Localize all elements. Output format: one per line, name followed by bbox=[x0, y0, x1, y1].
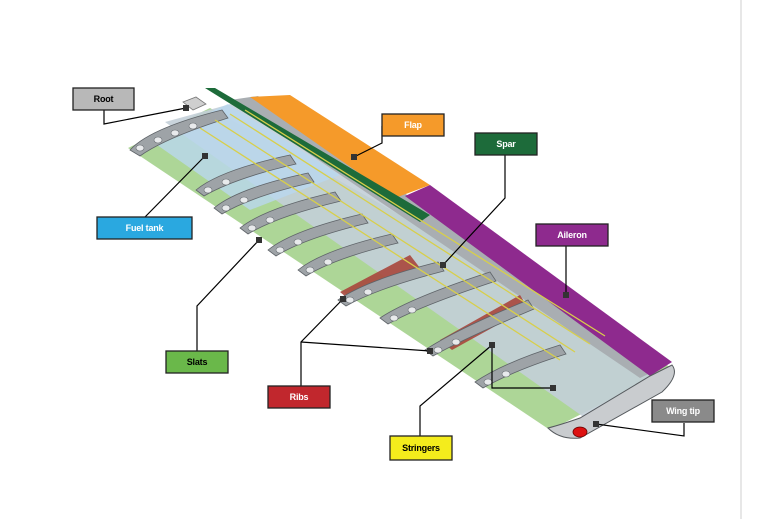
label-ribs-text: Ribs bbox=[290, 392, 309, 402]
label-wing-tip: Wing tip bbox=[651, 399, 715, 423]
label-wing-tip-text: Wing tip bbox=[666, 406, 701, 416]
stringer-lines bbox=[199, 109, 606, 361]
label-aileron: Aileron bbox=[535, 223, 609, 247]
label-stringers-text: Stringers bbox=[402, 443, 440, 453]
label-root-text: Root bbox=[94, 94, 114, 104]
label-slats-text: Slats bbox=[187, 357, 208, 367]
label-stringers: Stringers bbox=[389, 435, 453, 461]
wing-tip-shape bbox=[547, 364, 675, 439]
leader-lines bbox=[103, 107, 685, 437]
label-aileron-text: Aileron bbox=[557, 230, 587, 240]
label-ribs: Ribs bbox=[267, 385, 331, 409]
label-root: Root bbox=[72, 87, 135, 111]
aileron-surface bbox=[405, 185, 672, 376]
label-spar-text: Spar bbox=[496, 139, 516, 149]
wing-tip-light bbox=[572, 426, 588, 438]
label-fuel-tank: Fuel tank bbox=[96, 216, 193, 240]
label-spar: Spar bbox=[474, 132, 538, 156]
rib-holes bbox=[135, 122, 511, 386]
flap-surface bbox=[250, 95, 430, 198]
label-flap-text: Flap bbox=[404, 120, 422, 130]
label-slats: Slats bbox=[165, 350, 229, 374]
label-flap: Flap bbox=[381, 113, 445, 137]
root-stub bbox=[182, 96, 207, 111]
label-fuel-tank-text: Fuel tank bbox=[126, 223, 165, 233]
anchor-dots bbox=[183, 105, 599, 427]
